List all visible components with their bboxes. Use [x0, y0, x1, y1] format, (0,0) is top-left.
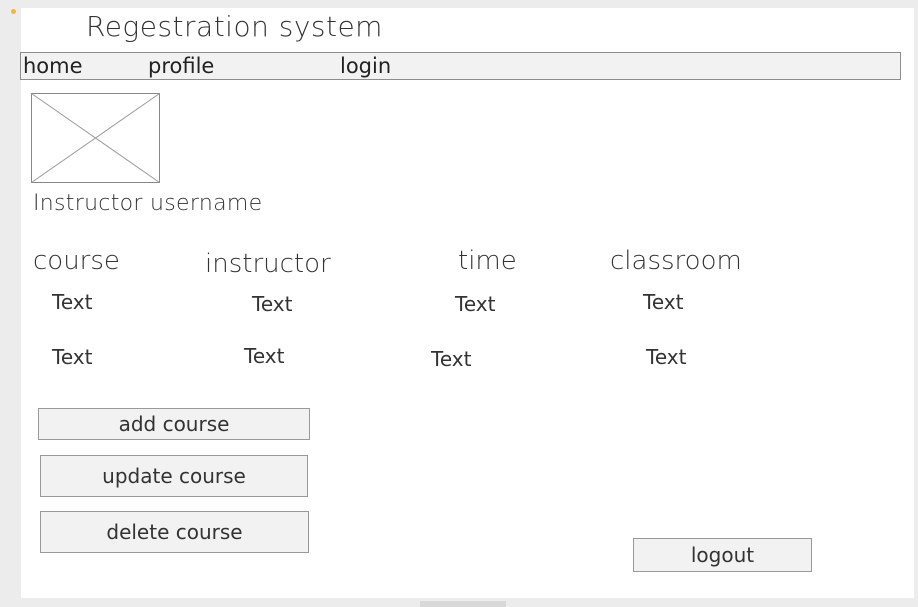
image-placeholder-icon	[31, 93, 160, 183]
update-course-button[interactable]: update course	[40, 455, 308, 497]
table-cell-r1-time: Text	[455, 292, 496, 316]
header-instructor: instructor	[205, 249, 331, 279]
table-cell-r1-classroom: Text	[643, 290, 684, 314]
delete-course-button[interactable]: delete course	[40, 511, 309, 553]
nav-bar: home profile login	[20, 52, 901, 80]
scrollbar-thumb[interactable]	[420, 601, 506, 607]
window-marker	[11, 9, 16, 14]
add-course-button[interactable]: add course	[38, 408, 310, 440]
header-classroom: classroom	[610, 246, 742, 276]
table-cell-r2-time: Text	[431, 347, 472, 371]
instructor-avatar-image-placeholder	[31, 93, 160, 183]
nav-home-link[interactable]: home	[23, 54, 83, 78]
table-cell-r2-course: Text	[52, 345, 93, 369]
app-canvas	[21, 8, 914, 598]
instructor-username-label: Instructor username	[33, 191, 263, 216]
table-cell-r1-course: Text	[52, 290, 93, 314]
app-title: Regestration system	[86, 10, 383, 43]
table-cell-r2-instructor: Text	[244, 344, 285, 368]
header-time: time	[458, 246, 517, 276]
table-cell-r1-instructor: Text	[252, 292, 293, 316]
nav-login-link[interactable]: login	[340, 54, 392, 78]
header-course: course	[33, 246, 120, 276]
table-cell-r2-classroom: Text	[646, 345, 687, 369]
nav-profile-link[interactable]: profile	[148, 54, 215, 78]
logout-button[interactable]: logout	[633, 538, 812, 572]
